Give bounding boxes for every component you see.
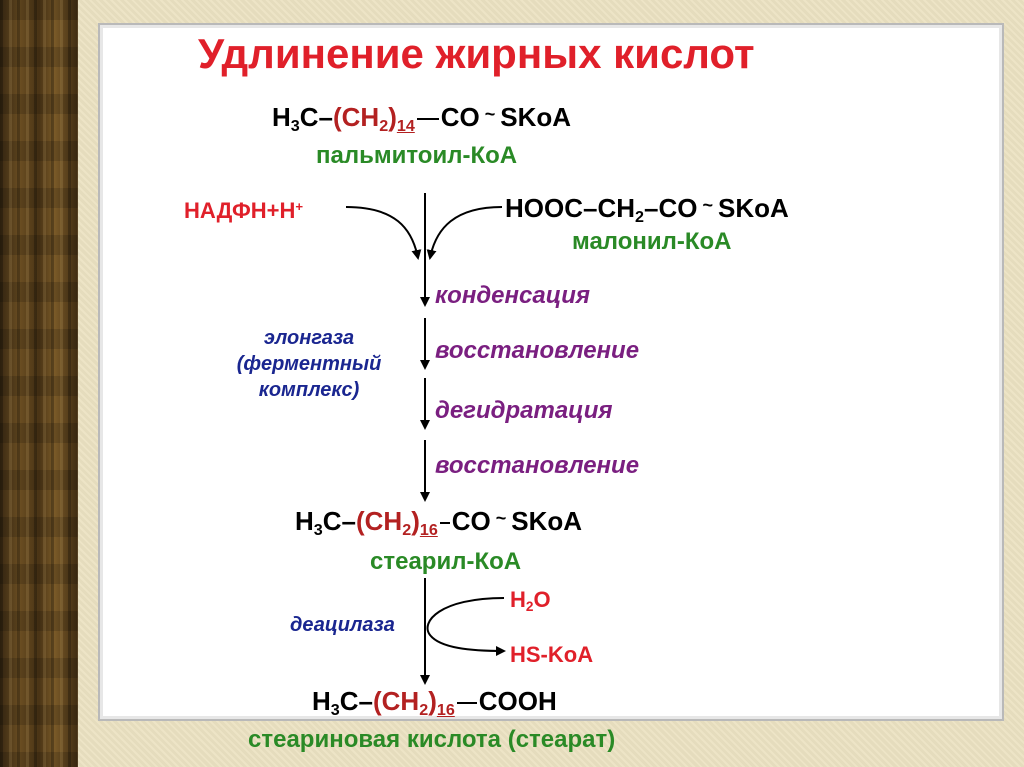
- ch2-close: ): [411, 506, 420, 536]
- bond-line: [416, 118, 439, 121]
- ch2-group: (CH2)16: [356, 506, 438, 540]
- water-o: O: [533, 587, 551, 612]
- nadph-sup: +: [295, 198, 304, 214]
- nadph-label: НАДФН+Н+: [184, 198, 303, 224]
- bond-dash: –: [318, 102, 333, 132]
- h3c-sub: 3: [330, 701, 340, 720]
- bond-dash-2: –: [644, 193, 659, 223]
- malonyl-coa-name: малонил-КоА: [572, 228, 732, 255]
- chain-count: 14: [396, 117, 415, 136]
- elongase-line2: (ферментный: [236, 353, 382, 375]
- ch2-close: ): [428, 686, 437, 716]
- ch-sub: 2: [635, 208, 644, 227]
- step-dehydration: дегидратация: [435, 397, 613, 424]
- water-label: H2O: [510, 587, 551, 615]
- stearic-acid-formula: H3C–(CH2)16 COOH: [312, 686, 557, 720]
- content-frame: [98, 23, 1004, 721]
- ch2-open: (CH: [333, 102, 380, 132]
- arrow-malonyl: [426, 206, 503, 260]
- bond-dash: –: [358, 686, 373, 716]
- chain-count: 16: [419, 521, 438, 540]
- co-group: CO: [440, 102, 480, 132]
- h3c-h: H: [272, 102, 291, 132]
- chain-count: 16: [436, 701, 455, 720]
- h3c-c: C: [339, 686, 359, 716]
- co-group: CO: [658, 193, 698, 223]
- ch2-close: ): [388, 102, 397, 132]
- ch2-sub: 2: [402, 521, 412, 540]
- arrow-water-hscoa: [426, 597, 506, 656]
- h3c-sub: 3: [290, 117, 300, 136]
- skoa-group: SKoA: [717, 193, 789, 223]
- arrow-nadph: [345, 206, 422, 260]
- palmitoyl-coa-name: пальмитоил-КоА: [316, 142, 518, 169]
- ch-group: CH: [597, 193, 636, 223]
- step-reduction-1: восстановление: [435, 337, 640, 364]
- water-h: H: [510, 587, 526, 612]
- hs-coa-label: HS-KoA: [510, 642, 594, 667]
- cooh-group: COOH: [478, 686, 557, 716]
- ch2-sub: 2: [419, 701, 429, 720]
- hooc-group: HOOC: [505, 193, 583, 223]
- h3c-sub: 3: [313, 521, 323, 540]
- ch2-sub: 2: [379, 117, 389, 136]
- thioester-tilde: ~: [495, 508, 507, 528]
- ch2-group: (CH2)14: [333, 102, 415, 136]
- palmitoyl-coa-formula: H3C–(CH2)14 CO~SKoA: [272, 102, 572, 136]
- wood-texture-sidebar: [0, 0, 78, 767]
- elongase-line1: элонгаза: [263, 327, 355, 349]
- nadph-text: НАДФН+Н: [184, 198, 296, 223]
- deacylase-label: деацилаза: [290, 614, 395, 636]
- bond-line: [439, 522, 450, 525]
- malonyl-coa-formula: HOOC–CH2–CO~SKoA: [505, 193, 789, 227]
- elongase-label: элонгаза (ферментный комплекс): [218, 325, 400, 403]
- ch2-open: (CH: [356, 506, 403, 536]
- step-condensation: конденсация: [435, 282, 590, 309]
- thioester-tilde: ~: [484, 104, 496, 124]
- bond-line: [456, 702, 477, 705]
- ch2-group: (CH2)16: [373, 686, 455, 720]
- skoa-group: SKoA: [500, 102, 572, 132]
- h3c-h: H: [312, 686, 331, 716]
- step-reduction-2: восстановление: [435, 452, 640, 479]
- water-sub: 2: [525, 599, 534, 615]
- skoa-group: SKoA: [511, 506, 583, 536]
- ch2-open: (CH: [373, 686, 420, 716]
- stearoyl-coa-name: стеарил-КоА: [370, 548, 522, 575]
- stearoyl-coa-formula: H3C–(CH2)16 CO~SKoA: [295, 506, 583, 540]
- bond-dash: –: [341, 506, 356, 536]
- thioester-tilde: ~: [702, 195, 713, 215]
- h3c-c: C: [322, 506, 342, 536]
- co-group: CO: [451, 506, 491, 536]
- elongase-line3: комплекс): [258, 379, 360, 401]
- slide-title: Удлинение жирных кислот: [198, 30, 755, 77]
- h3c-h: H: [295, 506, 314, 536]
- h3c-c: C: [299, 102, 319, 132]
- bond-dash: –: [583, 193, 598, 223]
- stearic-acid-name: стеариновая кислота (стеарат): [248, 726, 616, 753]
